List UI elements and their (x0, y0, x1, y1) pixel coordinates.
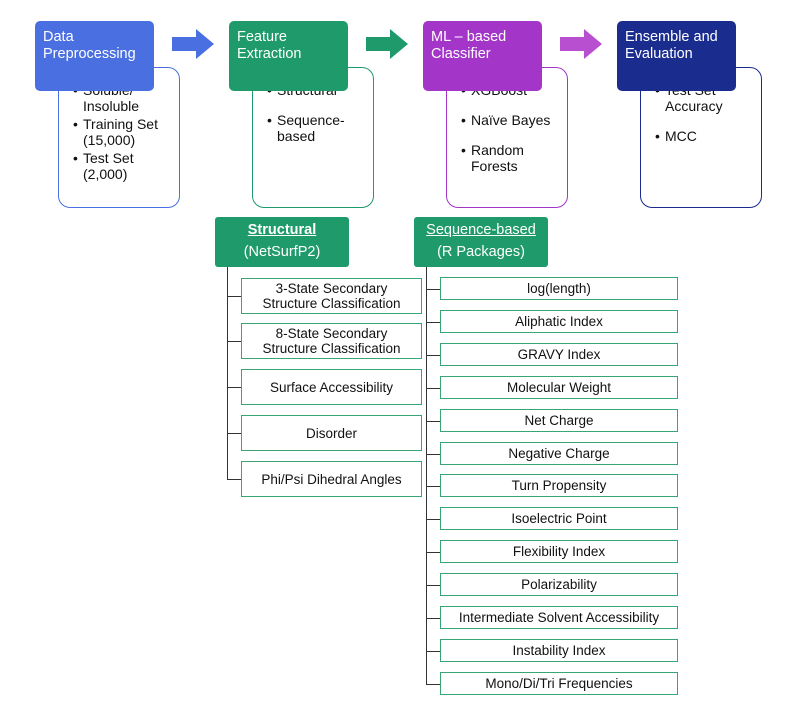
structural-branch-line (227, 479, 241, 481)
sequence-feature-box: Net Charge (440, 409, 678, 432)
stage-classifier-header: ML – based Classifier (423, 21, 542, 91)
arrow-right-icon (172, 29, 214, 59)
structural-feature-box: 8-State Secondary Structure Classificati… (241, 323, 422, 359)
sequence-feature-box: GRAVY Index (440, 343, 678, 366)
structural-subtitle: (NetSurfP2) (243, 244, 321, 260)
structural-feature-box: Surface Accessibility (241, 369, 422, 405)
stage-preprocessing-header: Data Preprocessing (35, 21, 154, 91)
sequence-branch-line (426, 518, 440, 520)
sequence-branch-line (426, 321, 440, 323)
stage-item: MCC (655, 128, 755, 144)
arrow-right-icon (560, 29, 602, 59)
sequence-feature-box: Turn Propensity (440, 474, 678, 497)
sequence-feature-box: Isoelectric Point (440, 507, 678, 530)
sequence-feature-box: Intermediate Solvent Accessibility (440, 606, 678, 629)
stage-item: Sequence- based (267, 112, 367, 144)
sequence-branch-line (426, 420, 440, 422)
stage-evaluation-header: Ensemble and Evaluation (617, 21, 736, 91)
structural-branch-line (227, 341, 241, 343)
stage-item: Naïve Bayes (461, 112, 561, 128)
sequence-branch-line (426, 485, 440, 487)
structural-branch-line (227, 387, 241, 389)
sequence-branch-line (426, 387, 440, 389)
sequence-feature-box: Negative Charge (440, 442, 678, 465)
sequence-feature-box: Instability Index (440, 639, 678, 662)
sequence-branch-line (426, 288, 440, 290)
stage-item: Test Set (2,000) (73, 150, 173, 182)
sequence-feature-box: Molecular Weight (440, 376, 678, 399)
sequence-subtitle: (R Packages) (437, 244, 525, 260)
sequence-branch-line (426, 584, 440, 586)
structural-branch-line (227, 296, 241, 298)
sequence-connector (426, 267, 428, 685)
sequence-branch-line (426, 650, 440, 652)
sequence-feature-box: Polarizability (440, 573, 678, 596)
sequence-feature-box: Aliphatic Index (440, 310, 678, 333)
sequence-feature-box: Flexibility Index (440, 540, 678, 563)
structural-feature-box: Phi/Psi Dihedral Angles (241, 461, 422, 497)
stage-item: Random Forests (461, 142, 561, 174)
arrow-right-icon (366, 29, 408, 59)
sequence-title: Sequence-based (426, 222, 536, 238)
structural-title: Structural (247, 222, 317, 238)
structural-feature-box: 3-State Secondary Structure Classificati… (241, 278, 422, 314)
structural-branch-line (227, 433, 241, 435)
stage-item: Training Set (15,000) (73, 116, 173, 148)
structural-header: Structural (NetSurfP2) (215, 217, 349, 267)
structural-connector (227, 267, 229, 480)
sequence-branch-line (426, 683, 440, 685)
stage-feature-extraction-header: Feature Extraction (229, 21, 348, 91)
sequence-branch-line (426, 453, 440, 455)
sequence-feature-box: Mono/Di/Tri Frequencies (440, 672, 678, 695)
sequence-branch-line (426, 551, 440, 553)
sequence-branch-line (426, 354, 440, 356)
structural-feature-box: Disorder (241, 415, 422, 451)
sequence-header: Sequence-based (R Packages) (414, 217, 548, 267)
sequence-branch-line (426, 617, 440, 619)
sequence-feature-box: log(length) (440, 277, 678, 300)
